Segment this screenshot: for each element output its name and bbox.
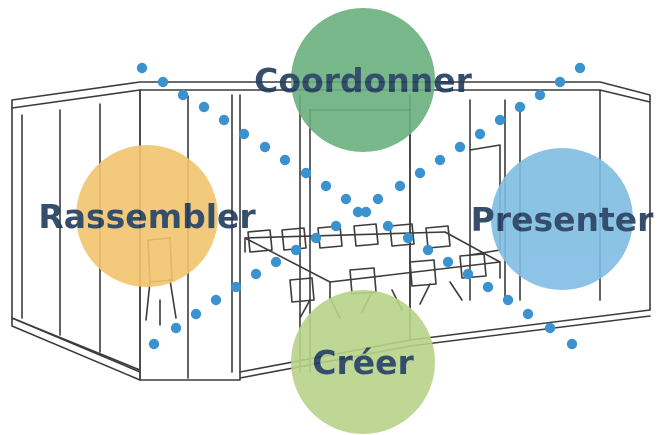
node-creer: Créer <box>291 290 435 434</box>
node-label-creer: Créer <box>312 342 414 382</box>
node-label-presenter: Presenter <box>470 199 654 239</box>
node-label-coordonner: Coordonner <box>254 60 472 100</box>
node-presenter: Presenter <box>471 148 653 290</box>
node-label-rassembler: Rassembler <box>38 196 256 236</box>
node-rassembler: Rassembler <box>38 145 256 287</box>
node-coordonner: Coordonner <box>254 8 472 152</box>
